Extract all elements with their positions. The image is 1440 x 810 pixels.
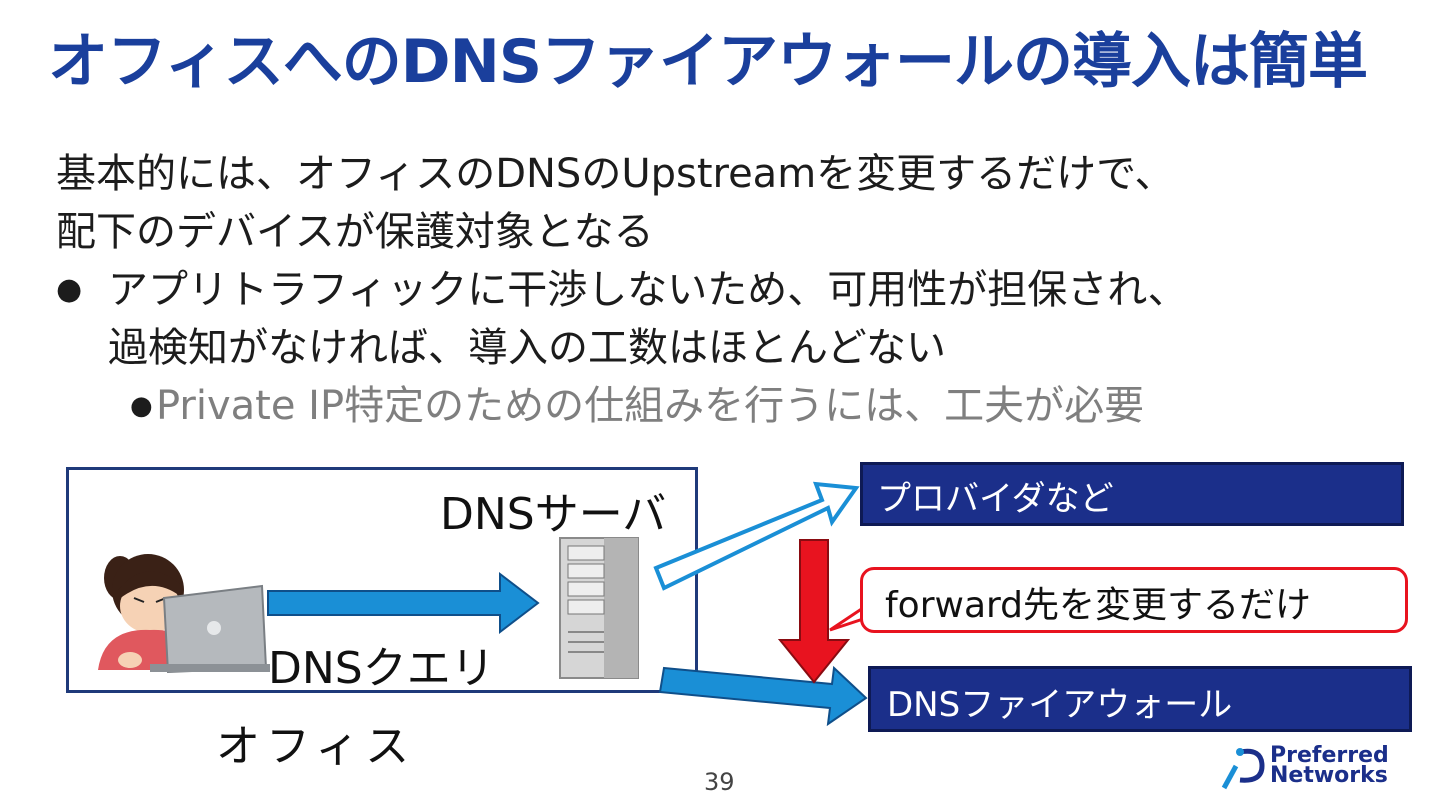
bullet-1-line-1: アプリトラフィックに干渉しないため、可用性が担保され、 (108, 267, 1188, 313)
dns-server-label: DNSサーバ (440, 489, 667, 540)
sub-bullet-item: ● Private IP特定のための仕組みを行うには、工夫が必要 (56, 377, 1416, 435)
logo-line-2: Networks (1270, 763, 1388, 788)
intro-line-2: 配下のデバイスが保護対象となる (56, 209, 654, 255)
forward-callout: forward先を変更するだけ (860, 567, 1408, 633)
preferred-networks-logo-icon (1221, 748, 1265, 790)
office-boundary (66, 467, 698, 693)
bullet-dot-icon: ● (56, 272, 83, 307)
provider-label: プロバイダなど (877, 479, 1114, 519)
bullet-item-1-continued: 過検知がなければ、導入の工数はほとんどない (56, 319, 1416, 377)
callout-text: forward先を変更するだけ (885, 585, 1312, 626)
change-forward-arrow-icon (777, 539, 851, 684)
dns-firewall-box: DNSファイアウォール (868, 666, 1412, 732)
bullet-1-line-2: 過検知がなければ、導入の工数はほとんどない (108, 325, 946, 371)
bullet-item-1: ● アプリトラフィックに干渉しないため、可用性が担保され、 (56, 261, 1416, 319)
provider-box: プロバイダなど (860, 462, 1404, 526)
dns-query-label: DNSクエリ (268, 643, 495, 694)
sub-bullet-dot-icon: ● (130, 391, 153, 421)
sub-bullet-text: Private IP特定のための仕組みを行うには、工夫が必要 (156, 383, 1145, 429)
forward-to-provider-arrow-icon (653, 481, 860, 591)
dns-query-arrow-icon (267, 571, 540, 635)
bullet-list: 基本的には、オフィスのDNSのUpstreamを変更するだけで、 配下のデバイス… (56, 145, 1416, 435)
dns-server-icon (559, 537, 639, 679)
company-logo-text: Preferred Networks (1270, 743, 1389, 788)
page-number: 39 (704, 768, 735, 796)
office-worker-icon (98, 554, 270, 674)
forward-to-firewall-arrow-icon (658, 665, 868, 727)
office-label: オフィス (216, 721, 416, 772)
dns-firewall-label: DNSファイアウォール (887, 685, 1233, 725)
logo-line-1: Preferred (1270, 743, 1389, 768)
slide-title: オフィスへのDNSファイアウォールの導入は簡単 (48, 27, 1368, 97)
intro-line-1: 基本的には、オフィスのDNSのUpstreamを変更するだけで、 (56, 151, 1175, 197)
